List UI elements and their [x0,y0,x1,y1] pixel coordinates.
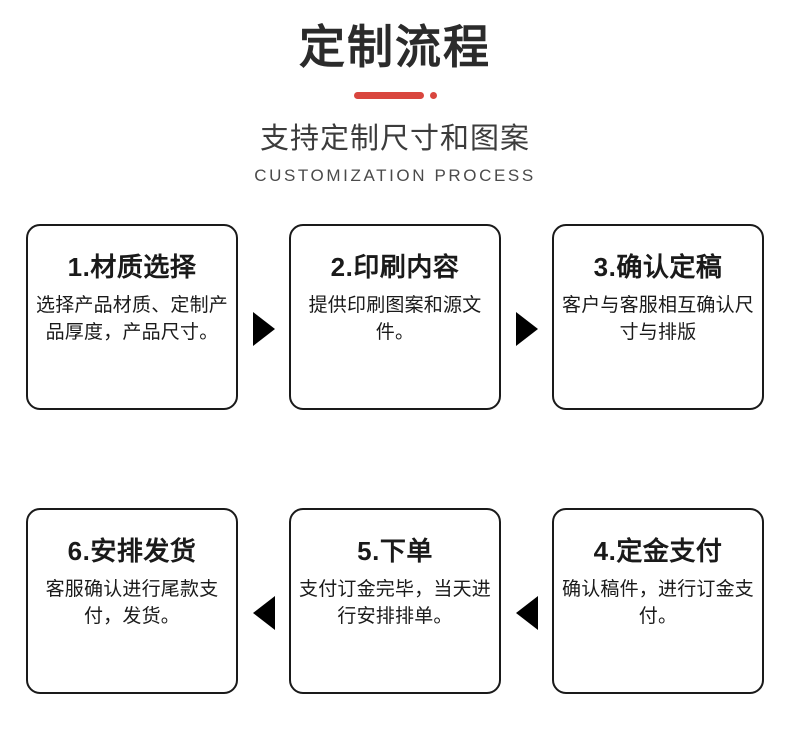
flow-row-bottom: 6.安排发货 客服确认进行尾款支付，发货。 5.下单 支付订金完毕，当天进行安排… [0,508,790,704]
flow-row-top: 1.材质选择 选择产品材质、定制产品厚度，产品尺寸。 2.印刷内容 提供印刷图案… [0,224,790,420]
step-description: 选择产品材质、定制产品厚度，产品尺寸。 [36,295,229,343]
arrow-left-icon [253,596,275,630]
step-title: 1.材质选择 [67,252,197,282]
divider-bar [353,91,424,99]
step-description: 支付订金完毕，当天进行安排排单。 [299,579,492,627]
step-card-3: 3.确认定稿 客户与客服相互确认尺寸与排版 [552,224,764,410]
arrow-left-icon [516,596,538,630]
page-header: 定制流程 支持定制尺寸和图案 CUSTOMIZATION PROCESS [0,0,790,188]
step-description: 提供印刷图案和源文件。 [308,295,482,343]
subtitle-english: CUSTOMIZATION PROCESS [254,166,536,185]
subtitle-chinese: 支持定制尺寸和图案 [259,123,530,155]
page-title: 定制流程 [299,21,491,73]
step-card-1: 1.材质选择 选择产品材质、定制产品厚度，产品尺寸。 [26,224,238,410]
process-flow-diagram: 1.材质选择 选择产品材质、定制产品厚度，产品尺寸。 2.印刷内容 提供印刷图案… [0,224,790,704]
arrow-right-icon [516,312,538,346]
step-title: 6.安排发货 [67,536,197,566]
title-divider [0,84,790,106]
step-card-6: 6.安排发货 客服确认进行尾款支付，发货。 [26,508,238,694]
step-description: 客户与客服相互确认尺寸与排版 [562,295,755,343]
step-card-2: 2.印刷内容 提供印刷图案和源文件。 [289,224,501,410]
step-title: 4.定金支付 [593,536,723,566]
step-card-4: 4.定金支付 确认稿件，进行订金支付。 [552,508,764,694]
arrow-right-icon [253,312,275,346]
step-title: 5.下单 [357,536,433,566]
step-title: 2.印刷内容 [330,252,460,282]
step-card-5: 5.下单 支付订金完毕，当天进行安排排单。 [289,508,501,694]
divider-dot [429,91,437,99]
step-title: 3.确认定稿 [593,252,723,282]
step-description: 确认稿件，进行订金支付。 [562,579,755,627]
step-description: 客服确认进行尾款支付，发货。 [45,579,219,627]
